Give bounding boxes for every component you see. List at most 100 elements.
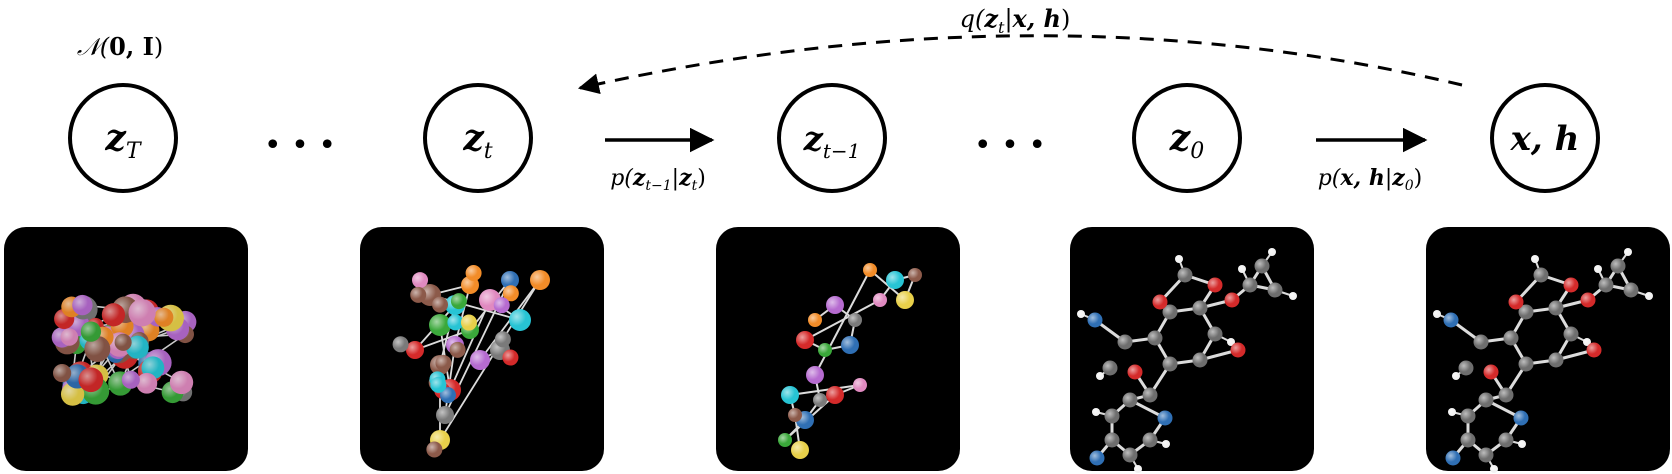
atom-highlight: [1518, 356, 1534, 372]
atom-highlight: [1096, 372, 1104, 380]
atom-highlight: [1443, 312, 1459, 328]
molecule-clean-render: [1077, 248, 1297, 473]
atom-highlight: [72, 294, 93, 316]
atom-highlight: [791, 441, 809, 459]
atom-highlight: [430, 376, 447, 393]
node-zT: zT: [68, 83, 178, 193]
bond: [789, 384, 861, 396]
atom-highlight: [1460, 432, 1476, 448]
atom-highlight: [1092, 408, 1100, 416]
atom-highlight: [1433, 310, 1441, 318]
atom-highlight: [1548, 300, 1564, 316]
atom-highlight: [1483, 364, 1499, 380]
atom-highlight: [1087, 312, 1103, 328]
svg-text:zt−1: zt−1: [803, 119, 861, 163]
atom-highlight: [1089, 450, 1105, 466]
atom-highlight: [470, 350, 490, 370]
atom-highlight: [412, 272, 429, 289]
atom-highlight: [1134, 465, 1142, 473]
bond: [449, 299, 491, 391]
atom-highlight: [841, 336, 859, 354]
atom-highlight: [1207, 277, 1223, 293]
atom-highlight: [1177, 267, 1193, 283]
atom-highlight: [1598, 277, 1614, 293]
atom-highlight: [1162, 440, 1170, 448]
atom-highlight: [494, 331, 511, 348]
atom-highlight: [52, 363, 72, 383]
atom-highlight: [813, 393, 827, 407]
atom-highlight: [1452, 372, 1460, 380]
atom-highlight: [1563, 326, 1579, 342]
atom-highlight: [1518, 304, 1534, 320]
atom-highlight: [1122, 447, 1138, 463]
atom-highlight: [1478, 447, 1494, 463]
panel-x-h: [1426, 227, 1670, 473]
atom-highlight: [1513, 410, 1529, 426]
ellipsis-right: • • •: [974, 128, 1046, 163]
svg-text:z0: z0: [1169, 117, 1204, 164]
atom-highlight: [1268, 248, 1276, 256]
atom-highlight: [1224, 292, 1240, 308]
atom-highlight: [465, 264, 482, 281]
atom-highlight: [128, 299, 156, 327]
atom-highlight: [449, 341, 466, 358]
atom-highlight: [1448, 408, 1456, 416]
atom-highlight: [501, 271, 519, 289]
decode-label: p(x, h|z0): [1318, 165, 1423, 194]
bond: [414, 329, 471, 351]
atom-highlight: [1531, 255, 1539, 263]
atom-highlight: [896, 291, 914, 309]
atom-highlight: [886, 271, 904, 289]
atom-highlight: [1498, 432, 1514, 448]
atom-highlight: [1518, 440, 1526, 448]
atom-highlight: [808, 313, 822, 327]
atom-highlight: [406, 341, 424, 359]
atom-highlight: [432, 296, 449, 313]
atom-highlight: [1152, 294, 1168, 310]
atom-highlight: [1645, 292, 1653, 300]
panel-noise-T: [4, 227, 248, 471]
atom-highlight: [114, 333, 132, 351]
svg-text:zT: zT: [104, 117, 142, 164]
atom-highlight: [435, 354, 452, 371]
node-z0: z0: [1132, 83, 1242, 193]
atom-highlight: [450, 293, 467, 310]
atom-highlight: [1473, 334, 1489, 350]
atom-highlight: [1230, 342, 1246, 358]
atom-highlight: [818, 343, 832, 357]
atom-highlight: [429, 314, 451, 336]
atom-highlight: [806, 366, 824, 384]
panel-noise-t-minus-1: [716, 227, 960, 471]
atom-highlight: [1583, 338, 1591, 346]
atom-highlight: [908, 268, 922, 282]
atom-highlight: [1227, 338, 1235, 346]
node-x-h: x, h: [1490, 83, 1600, 193]
prior-label: 𝒩(0, I): [77, 32, 163, 61]
atom-highlight: [60, 328, 79, 346]
atom-highlight: [426, 441, 443, 458]
atom-highlight: [863, 263, 877, 277]
atom-highlight: [1624, 248, 1632, 256]
svg-text:zt: zt: [462, 117, 492, 164]
atom-highlight: [1586, 342, 1602, 358]
atom-highlight: [447, 314, 464, 331]
atom-highlight: [1104, 408, 1120, 424]
atom-highlight: [1580, 292, 1596, 308]
node-zt-minus-1: zt−1: [777, 83, 887, 193]
atom-highlight: [1192, 352, 1208, 368]
atom-highlight: [1162, 356, 1178, 372]
atom-highlight: [1147, 330, 1163, 346]
atom-highlight: [1077, 310, 1085, 318]
atom-highlight: [1254, 258, 1270, 274]
atom-highlight: [169, 370, 194, 395]
bond: [804, 299, 881, 341]
atom-highlight: [136, 372, 158, 394]
atom-highlight: [1157, 410, 1173, 426]
atom-highlight: [84, 335, 111, 362]
atom-highlight: [154, 307, 174, 327]
molecule-partial-render: [778, 263, 922, 459]
atom-highlight: [392, 336, 409, 353]
atom-highlight: [80, 321, 102, 342]
atom-highlight: [1175, 255, 1183, 263]
